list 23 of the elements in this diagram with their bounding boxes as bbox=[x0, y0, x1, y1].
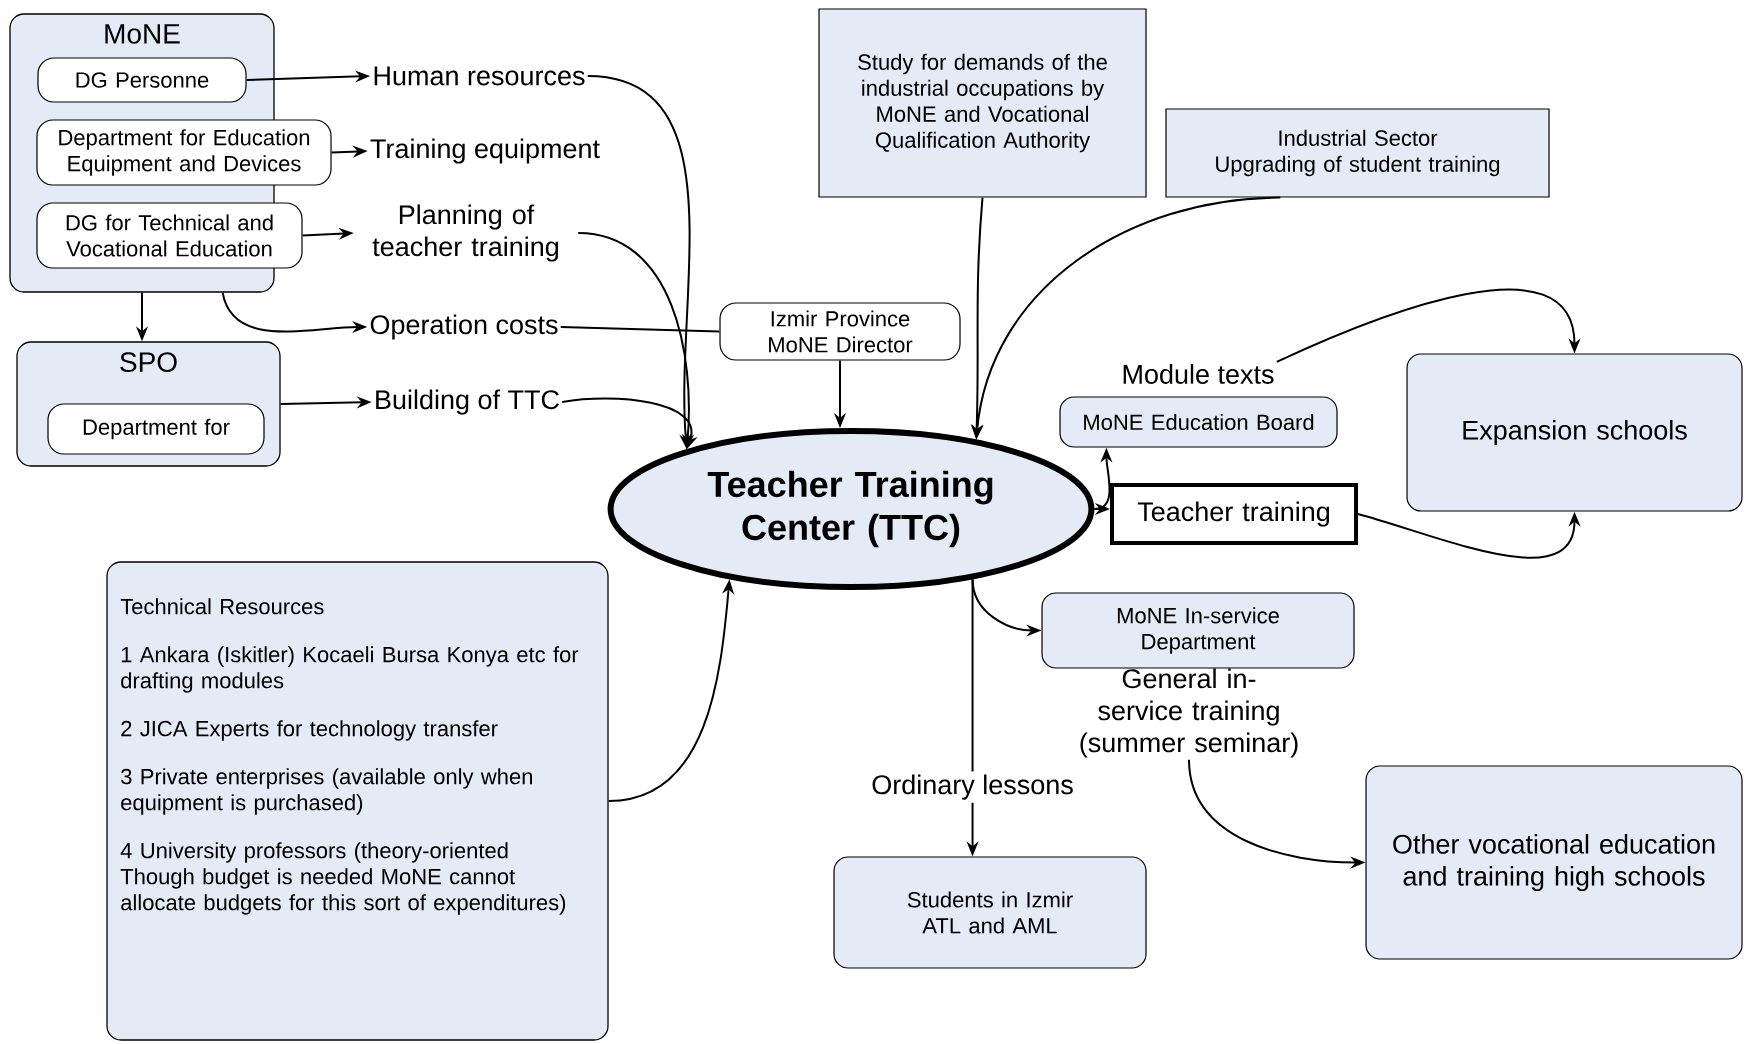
flow-text: Training equipment bbox=[370, 138, 600, 164]
target-box: Students in Izmir ATL and AML bbox=[833, 856, 1147, 969]
flow-text: Module texts bbox=[1123, 364, 1274, 384]
arrow bbox=[1275, 289, 1581, 363]
target-box: Other vocational education and training high schools bbox=[1365, 765, 1743, 960]
text-box: Technical Resources 1 Ankara (Iskitler) Kocaeli Bursa Konya etc for drafting modules 2 JICA Experts for technology transfer 3 Private enterprises (available only when equipment is purchased) 4 University professors (theory-oriented Though budget is needed MoNE cannot allocate budgets for this sort of expenditures) bbox=[106, 561, 609, 1041]
unit-box: MoNE In-service Department bbox=[1041, 592, 1355, 669]
text-box: Study for demands of the industrial occupations by MoNE and Vocational Qualification Authority bbox=[818, 8, 1147, 198]
flow-text: Building of TTC bbox=[376, 389, 559, 415]
flow-text: Human resources bbox=[374, 66, 585, 86]
unit-box: DG for Technical and Vocational Education bbox=[36, 202, 303, 269]
flow-text: General in-service training (summer seminar) bbox=[1080, 668, 1298, 758]
unit-box: DG Personne bbox=[37, 57, 247, 103]
unit-box: Department for Education Equipment and Devices bbox=[36, 119, 332, 186]
outlined-box: Teacher training bbox=[1110, 483, 1358, 545]
flow-text: Planning of teacher training bbox=[372, 204, 559, 262]
unit-box: MoNE Education Board bbox=[1059, 396, 1338, 448]
text-box: Industrial Sector Upgrading of student training bbox=[1165, 108, 1550, 198]
unit-box: Department for bbox=[47, 403, 265, 455]
target-box: Expansion schools bbox=[1406, 353, 1743, 512]
flow-text: Operation costs bbox=[370, 314, 558, 340]
edge-label: Ordinary lessons bbox=[868, 771, 1077, 803]
unit-box: Izmir Province MoNE Director bbox=[719, 302, 961, 361]
